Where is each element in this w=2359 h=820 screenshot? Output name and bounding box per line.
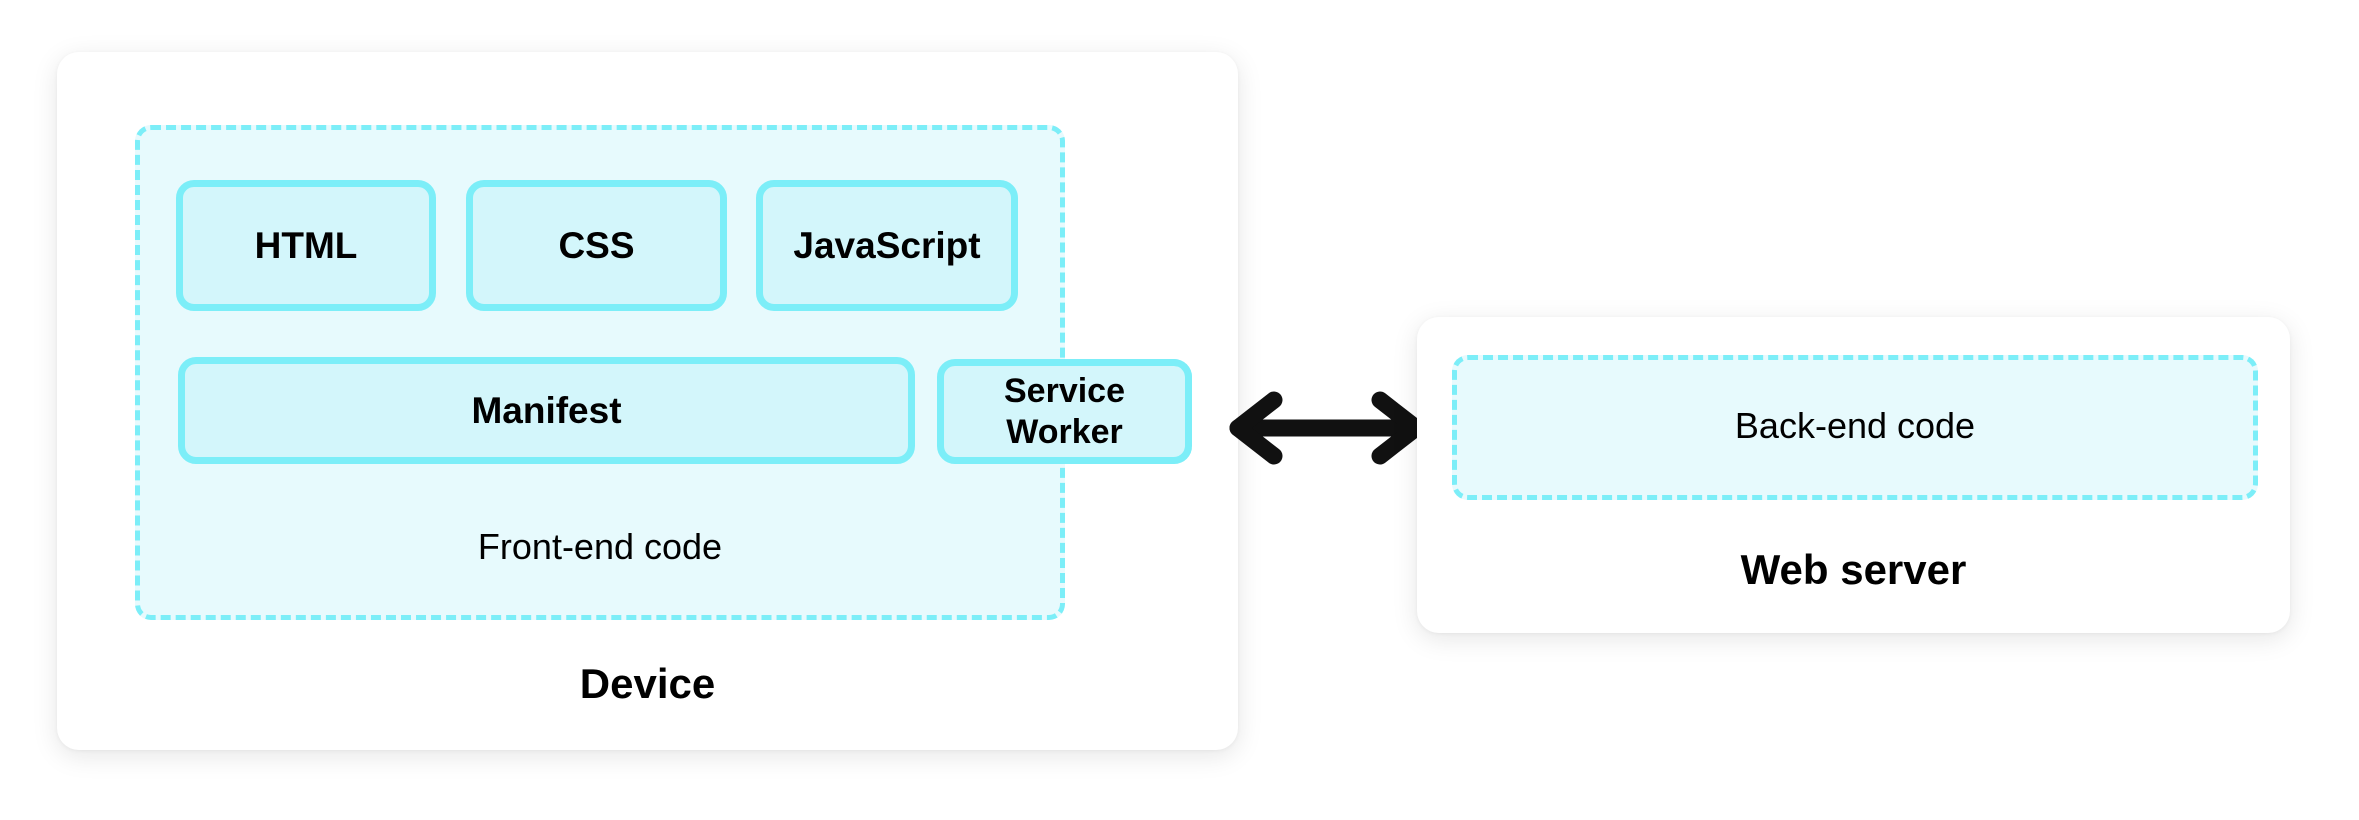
backend-code-label: Back-end code [1734,405,1976,446]
bidirectional-arrow [1212,388,1442,468]
service-worker-label-line-2: Worker [1006,412,1123,451]
block-html[interactable]: HTML [176,180,436,311]
backend-code-region [1452,355,2258,500]
block-javascript[interactable]: JavaScript [756,180,1018,311]
block-service-worker[interactable]: Service Worker [937,359,1192,464]
device-label: Device [579,660,716,707]
block-manifest[interactable]: Manifest [178,357,915,464]
service-worker-label-line-1: Service [1004,372,1125,411]
web-server-label: Web server [1740,546,1967,593]
frontend-code-label: Front-end code [477,526,723,567]
block-css[interactable]: CSS [466,180,727,311]
